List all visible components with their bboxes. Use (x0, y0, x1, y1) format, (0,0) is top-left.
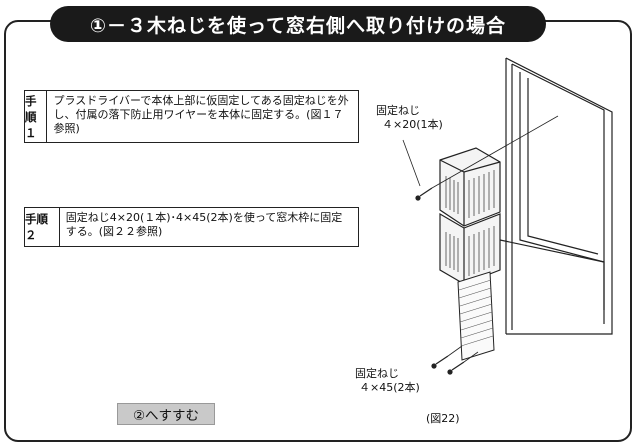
bottom-screw-callout: 固定ねじ ４×45(2本) (355, 367, 420, 395)
step-2: 手順２ 固定ねじ4×20(１本)･4×45(2本)を使って窓木枠に固定する。(図… (24, 207, 359, 247)
step-2-label: 手順２ (25, 208, 60, 246)
slide-panel (457, 271, 495, 361)
step-1-text: プラスドライバーで本体上部に仮固定してある固定ねじを外し、付属の落下防止用ワイヤ… (53, 94, 349, 135)
top-screw-size: ４×20(1本) (382, 118, 443, 131)
figure-label: (図22) (426, 412, 460, 425)
bottom-screws-icon (431, 355, 465, 375)
bottom-screw-label: 固定ねじ (355, 367, 399, 380)
next-button[interactable]: ②へすすむ (117, 403, 215, 425)
unit-upper (439, 147, 501, 227)
bottom-screw-size: ４×45(2本) (359, 381, 420, 394)
page-title: ①－３木ねじを使って窓右側へ取り付けの場合 (50, 6, 546, 42)
step-1: 手順１ プラスドライバーで本体上部に仮固定してある固定ねじを外し、付属の落下防止… (24, 90, 359, 143)
step-2-text: 固定ねじ4×20(１本)･4×45(2本)を使って窓木枠に固定する。(図２２参照… (65, 211, 343, 238)
step-1-label: 手順１ (25, 91, 48, 142)
top-screw-icon (415, 187, 433, 201)
top-screw-label: 固定ねじ (376, 104, 420, 117)
top-screw-callout: 固定ねじ ４×20(1本) (376, 104, 443, 132)
unit-lower (439, 212, 501, 285)
